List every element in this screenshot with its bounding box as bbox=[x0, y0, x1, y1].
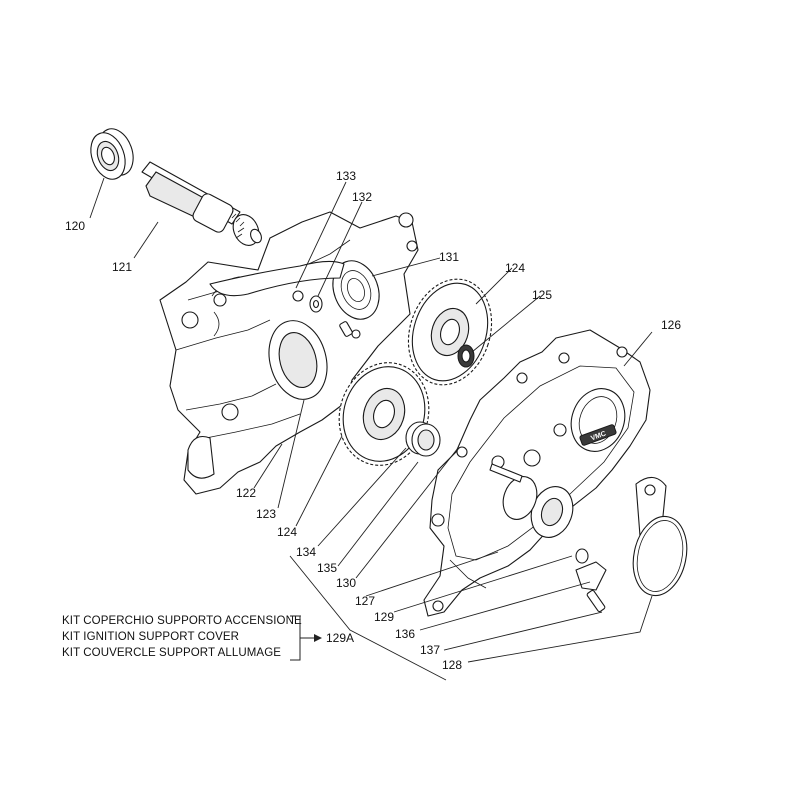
part-132-washer bbox=[309, 295, 323, 313]
callout-131: 131 bbox=[439, 250, 459, 264]
callout-124-upper: 124 bbox=[505, 261, 525, 275]
part-121-shaft bbox=[141, 161, 262, 246]
cover-logo: VMC bbox=[590, 430, 607, 442]
part-128-o-ring bbox=[632, 515, 688, 597]
callout-120: 120 bbox=[65, 219, 85, 233]
callout-124-lower: 124 bbox=[277, 525, 297, 539]
callout-130: 130 bbox=[336, 576, 356, 590]
callout-126: 126 bbox=[661, 318, 681, 332]
callout-133: 133 bbox=[336, 169, 356, 183]
kit-line-en: KIT IGNITION SUPPORT COVER bbox=[62, 631, 239, 643]
callout-121: 121 bbox=[112, 260, 132, 274]
callout-127: 127 bbox=[355, 594, 375, 608]
kit-code: 129A bbox=[326, 631, 354, 645]
callout-134: 134 bbox=[296, 545, 316, 559]
part-126-ignition-cover: VMC bbox=[423, 329, 651, 617]
callout-135: 135 bbox=[317, 561, 337, 575]
callout-125: 125 bbox=[532, 288, 552, 302]
kit-line-it: KIT COPERCHIO SUPPORTO ACCENSIONE bbox=[62, 615, 302, 627]
callout-132: 132 bbox=[352, 190, 372, 204]
callout-137: 137 bbox=[420, 643, 440, 657]
part-bolt bbox=[339, 321, 361, 339]
part-122-crankcase bbox=[159, 211, 419, 495]
callout-136: 136 bbox=[395, 627, 415, 641]
part-callouts: 120 121 133 132 131 124 125 126 122 123 … bbox=[65, 169, 681, 672]
callout-129: 129 bbox=[374, 610, 394, 624]
kit-arrow-icon bbox=[314, 634, 322, 642]
callout-123: 123 bbox=[256, 507, 276, 521]
kit-legend: KIT COPERCHIO SUPPORTO ACCENSIONE KIT IG… bbox=[62, 615, 354, 661]
callout-122: 122 bbox=[236, 486, 256, 500]
kit-line-fr: KIT COUVERCLE SUPPORT ALLUMAGE bbox=[62, 647, 281, 659]
leader-lines bbox=[89, 177, 653, 681]
part-133-pin bbox=[292, 290, 304, 302]
part-125-bushing bbox=[457, 344, 475, 368]
part-120-bearing bbox=[90, 128, 134, 180]
part-135-spacer bbox=[405, 421, 441, 457]
callout-128: 128 bbox=[442, 658, 462, 672]
